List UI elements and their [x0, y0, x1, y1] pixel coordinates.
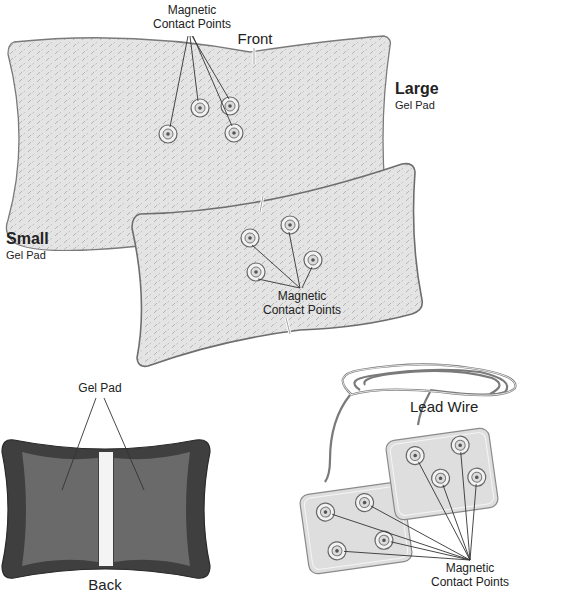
callout-label: Magnetic Contact Points	[424, 562, 516, 590]
label-holder: Lead Wire	[410, 398, 530, 415]
part-name: Lead Wire	[410, 398, 478, 415]
part-name: Gel Pad	[395, 99, 435, 112]
leader-lines	[332, 452, 476, 560]
view-label: Front	[237, 30, 272, 47]
label-holder: Gel Pad	[6, 249, 96, 262]
callout-label: Gel Pad	[78, 382, 121, 396]
label-holder: Magnetic Contact Points	[424, 562, 516, 590]
label-holder: Front	[228, 30, 282, 47]
label-holder: Magnetic Contact Points	[256, 290, 348, 318]
back-gel-pad	[2, 440, 210, 579]
label-holder: Gel Pad	[395, 99, 485, 112]
small-gel-pad	[132, 164, 422, 367]
label-holder: Gel Pad	[58, 382, 142, 396]
part-name: Large	[395, 80, 439, 98]
part-name: Gel Pad	[6, 249, 46, 262]
view-label: Back	[88, 576, 121, 593]
callout-label: Magnetic Contact Points	[146, 4, 238, 32]
label-holder: Large	[395, 80, 485, 98]
label-holder: Small	[6, 230, 96, 248]
part-name: Small	[6, 230, 49, 248]
leader-lines	[170, 36, 312, 288]
label-holder: Magnetic Contact Points	[146, 4, 238, 32]
callout-label: Magnetic Contact Points	[256, 290, 348, 318]
label-holder: Back	[70, 576, 140, 593]
